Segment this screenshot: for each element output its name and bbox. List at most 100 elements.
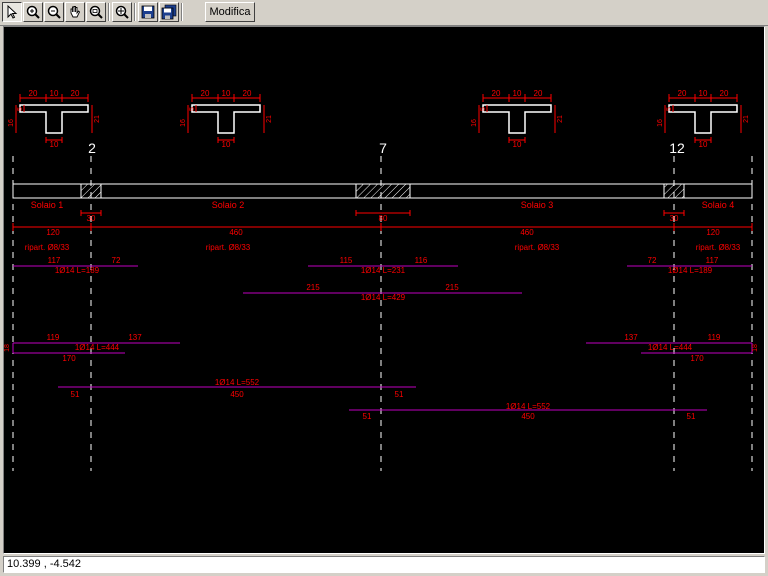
dimension-label: 10 [513,140,522,149]
dimension-label: 10 [222,140,231,149]
select-tool-button[interactable] [2,2,22,22]
dimension-label: 10 [50,140,59,149]
bar-label: 1Ø14 L=189 [668,266,713,275]
dimension-label: 21 [743,115,750,123]
toolbar: Modifica [0,0,768,26]
bar-dim-label: 170 [690,354,704,363]
dimension-label: 21 [94,115,101,123]
dimension-label: 20 [678,89,687,98]
floppy-icon [141,5,155,19]
bar-dim-label: 137 [128,333,142,342]
dimension-label: 16 [8,119,15,127]
bar-dim-label: 51 [395,390,404,399]
pan-button[interactable] [65,2,85,22]
span-label: Solaio 4 [702,200,735,210]
ripart-label: ripart. Ø8/33 [206,243,251,252]
t-section-outline [482,104,552,134]
bar-label: 1Ø14 L=552 [215,378,260,387]
zoom-out-button[interactable] [44,2,64,22]
bar-dim-label: 117 [706,256,719,265]
dimension-label: 20 [71,89,80,98]
dimension-label: 16 [657,119,664,127]
span-length-label: 460 [229,228,243,237]
dimension-label: 10 [50,89,59,98]
dimension-label: 20 [534,89,543,98]
bar-dim-label: 215 [445,283,459,292]
bar-dim-label: 72 [112,256,121,265]
dimension-label: 20 [29,89,38,98]
zoom-extents-icon [115,5,129,19]
bar-label: 1Ø14 L=444 [648,343,693,352]
dimension-label: 20 [492,89,501,98]
ripart-label: ripart. Ø8/33 [515,243,560,252]
support-hatch [663,183,685,199]
dimension-label: 10 [222,89,231,98]
bar-dim-label: 137 [624,333,638,342]
dimension-label: 20 [720,89,729,98]
bar-label: 1Ø14 L=552 [506,402,551,411]
bar-label: 1Ø14 L=231 [361,266,406,275]
bar-dim-label: 450 [230,390,244,399]
dimension-label: 5 [480,107,487,111]
dimension-label: 16 [180,119,187,127]
dimension-label: 21 [266,115,273,123]
bar-dim-label: 119 [47,333,60,342]
zoom-out-icon [47,5,61,19]
zoom-extents-button[interactable] [112,2,132,22]
bar-dim-label: 215 [306,283,320,292]
support-label: 2 [88,140,96,156]
status-bar: 10.399 , -4.542 [3,556,765,573]
arrow-pointer-icon [7,4,18,19]
toolbar-separator [181,3,183,21]
bar-hook-label: 18 [4,344,11,352]
dimension-label: 10 [699,89,708,98]
cursor-coordinates: 10.399 , -4.542 [7,558,82,570]
save-as-button[interactable] [159,2,179,22]
bar-dim-label: 115 [340,256,353,265]
zoom-window-button[interactable] [86,2,106,22]
dimension-label: 21 [557,115,564,123]
bar-dim-label: 51 [71,390,80,399]
save-button[interactable] [138,2,158,22]
bar-dim-label: 51 [363,412,372,421]
dimension-label: 30 [670,214,679,223]
toolbar-separator [134,3,136,21]
modifica-button[interactable]: Modifica [205,2,255,22]
bar-label: 1Ø14 L=189 [55,266,100,275]
dimension-label: 20 [201,89,210,98]
hand-icon [70,6,81,18]
bar-dim-label: 117 [48,256,61,265]
bar-dim-label: 116 [415,256,428,265]
support-hatch [80,183,102,199]
support-label: 7 [379,140,387,156]
beam-drawing: 20 10 20 16 5 21 10 20 10 20 16 5 21 10 20 10 20 16 5 21 10 2… [4,89,759,471]
span-label: Solaio 2 [212,200,245,210]
t-section-outline [668,104,738,134]
bar-dim-label: 119 [708,333,721,342]
bar-dim-label: 170 [62,354,76,363]
span-length-label: 460 [520,228,534,237]
t-section-outline [191,104,261,134]
zoom-in-button[interactable] [23,2,43,22]
bar-dim-label: 72 [648,256,657,265]
drawing-canvas[interactable]: 20 10 20 16 5 21 10 20 10 20 16 5 21 10 20 10 20 16 5 21 10 2… [3,26,765,554]
bar-hook-label: 18 [752,344,759,352]
dimension-label: 80 [379,214,388,223]
t-section-outline [19,104,89,134]
toolbar-separator [108,3,110,21]
dimension-label: 16 [471,119,478,127]
dimension-label: 10 [699,140,708,149]
dimension-label: 5 [666,107,673,111]
bar-label: 1Ø14 L=429 [361,293,406,302]
ripart-label: ripart. Ø8/33 [25,243,70,252]
dimension-label: 10 [513,89,522,98]
support-label: 12 [669,140,685,156]
span-length-label: 120 [706,228,720,237]
span-length-label: 120 [46,228,60,237]
zoom-in-icon [26,5,40,19]
ripart-label: ripart. Ø8/33 [696,243,741,252]
dimension-label: 5 [17,107,24,111]
bar-dim-label: 51 [687,412,696,421]
bar-dim-label: 450 [521,412,535,421]
dimension-label: 20 [243,89,252,98]
